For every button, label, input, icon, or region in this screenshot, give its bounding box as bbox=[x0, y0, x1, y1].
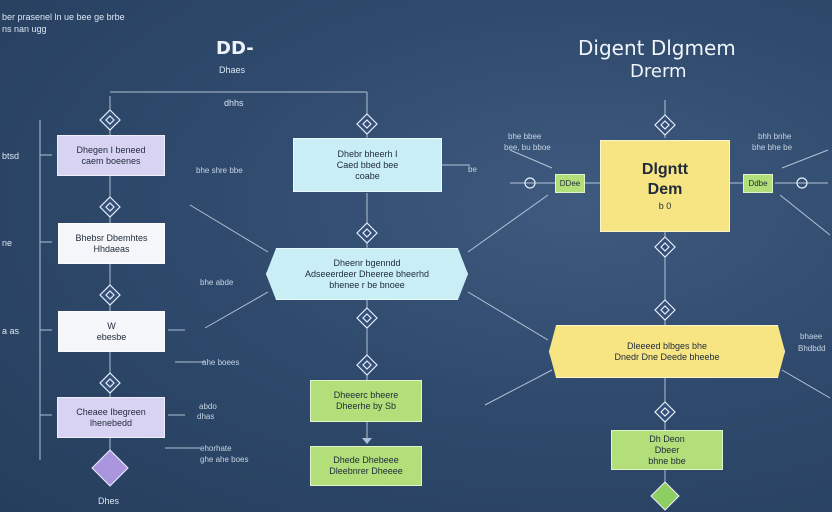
header-line-1: ber prasenel ln ue bee ge brbe bbox=[2, 12, 125, 22]
left-diagram-title: DD- bbox=[216, 38, 254, 59]
left-label-1: btsd bbox=[2, 151, 20, 161]
step-2-line1: Bhebsr Dbemhtes bbox=[75, 232, 148, 243]
center-block-2-line1: Dheenr bgenndd bbox=[333, 257, 401, 268]
terminal-label: Dhes bbox=[98, 496, 120, 506]
right-mid-line2: Dnedr Dne Deede bheebe bbox=[614, 351, 720, 362]
right-diagram-title-line1: Digent Dlgmem bbox=[578, 36, 736, 60]
diamond-marker bbox=[99, 284, 121, 306]
far-right-label-line1: bhaee bbox=[800, 332, 823, 341]
center-block-2-line3: bhenee r be bnoee bbox=[329, 279, 405, 290]
step-1-line1: Dhegen I beneed bbox=[76, 144, 146, 155]
right-bottom-line3: bhne bbe bbox=[648, 455, 686, 466]
step-box-3[interactable]: W ebesbe bbox=[58, 311, 165, 352]
right-left-note-line1: bhe bbee bbox=[508, 132, 542, 141]
right-left-node[interactable]: DDee bbox=[555, 174, 585, 193]
diamond-marker bbox=[654, 114, 676, 136]
center-block-2-line2: Adseeerdeer Dheeree bheerhd bbox=[304, 268, 430, 279]
center-block-4-line1: Dhede Dhebeee bbox=[333, 455, 399, 465]
diamond-marker-inner bbox=[362, 313, 372, 323]
right-main-line3: b 0 bbox=[658, 201, 672, 211]
right-left-node-label: DDee bbox=[559, 179, 581, 188]
right-mid-block[interactable]: Dleeeed blbges bhe Dnedr Dne Deede bheeb… bbox=[549, 325, 785, 378]
right-right-node[interactable]: Ddbe bbox=[743, 174, 773, 193]
left-label-3: a as bbox=[2, 326, 20, 336]
right-main-block[interactable]: Dlgntt Dem b 0 bbox=[600, 140, 730, 232]
diamond-marker-inner bbox=[105, 290, 115, 300]
right-bottom-line2: Dbeer bbox=[654, 444, 680, 455]
bottom-left-label-4: ehorhate bbox=[200, 444, 232, 453]
center-block-2[interactable]: Dheenr bgenndd Adseeerdeer Dheeree bheer… bbox=[266, 248, 468, 300]
diamond-marker bbox=[356, 307, 378, 329]
diamond-marker bbox=[654, 236, 676, 258]
terminal-diamond bbox=[91, 449, 129, 487]
step-4-line1: Cheaee Ibegreen bbox=[76, 406, 146, 417]
diamond-marker bbox=[654, 401, 676, 423]
step-box-4[interactable]: Cheaee Ibegreen lhenebedd bbox=[57, 397, 165, 438]
right-main-line1: Dlgntt bbox=[641, 161, 689, 178]
left-diagram-subtitle: Dhaes bbox=[219, 65, 246, 75]
right-main-line2: Dem bbox=[647, 181, 683, 198]
diamond-marker-inner bbox=[105, 202, 115, 212]
right-bottom-block[interactable]: Dh Deon Dbeer bhne bbe bbox=[611, 430, 723, 470]
diamond-marker-inner bbox=[660, 120, 670, 130]
mid-label-1: bhe shre bbe bbox=[196, 166, 243, 175]
right-right-note-line2: bhe bhe be bbox=[752, 143, 793, 152]
step-3-line1: W bbox=[107, 320, 116, 331]
center-block-4-line2: Dleebnrer Dheeee bbox=[329, 466, 403, 476]
right-right-node-label: Ddbe bbox=[748, 179, 768, 188]
diamond-marker bbox=[654, 299, 676, 321]
diamond-marker-inner bbox=[362, 119, 372, 129]
center-right-small-label: be bbox=[468, 165, 477, 174]
center-block-1[interactable]: Dhebr bheerh I Caed bbed bee coabe bbox=[293, 138, 442, 192]
diamond-marker bbox=[356, 222, 378, 244]
connector-circle-left bbox=[524, 177, 536, 189]
center-block-1-line1: Dhebr bheerh I bbox=[337, 148, 398, 159]
center-block-3-line2: Dheerhe by Sb bbox=[335, 401, 397, 411]
center-block-3[interactable]: Dheeerc bheere Dheerhe by Sb bbox=[310, 380, 422, 422]
left-label-2: ne bbox=[2, 238, 13, 248]
center-block-1-line2: Caed bbed bee bbox=[336, 159, 399, 170]
diamond-marker-inner bbox=[660, 242, 670, 252]
header-line-2: ns nan ugg bbox=[2, 24, 47, 34]
step-box-2[interactable]: Bhebsr Dbemhtes Hhdaeas bbox=[58, 223, 165, 264]
center-block-4[interactable]: Dhede Dhebeee Dleebnrer Dheeee bbox=[310, 446, 422, 486]
left-diagram-top-label: dhhs bbox=[224, 98, 244, 108]
diamond-marker-inner bbox=[362, 360, 372, 370]
step-3-line2: ebesbe bbox=[96, 331, 127, 342]
mid-label-2: bhe abde bbox=[200, 278, 234, 287]
right-left-note-line2: bee, bu bboe bbox=[504, 143, 551, 152]
far-right-label-line2: Bhdbdd bbox=[798, 344, 826, 353]
right-right-note-line1: bhh bnhe bbox=[758, 132, 792, 141]
center-block-1-line3: coabe bbox=[355, 170, 380, 181]
bottom-left-label-2: abdo bbox=[199, 402, 217, 411]
diamond-marker-inner bbox=[105, 115, 115, 125]
diamond-marker bbox=[99, 372, 121, 394]
diamond-marker bbox=[356, 113, 378, 135]
end-diamond bbox=[650, 481, 680, 511]
bottom-left-label-3: dhas bbox=[197, 412, 215, 421]
right-diagram-title-line2: Drerm bbox=[630, 61, 687, 82]
bottom-left-label-5: ghe ahe boes bbox=[200, 455, 249, 464]
diamond-marker-inner bbox=[362, 228, 372, 238]
bottom-left-label-1: ahe boees bbox=[202, 358, 240, 367]
right-bottom-line1: Dh Deon bbox=[649, 433, 685, 444]
diamond-marker-inner bbox=[660, 305, 670, 315]
diamond-marker bbox=[356, 354, 378, 376]
step-1-line2: caem boeenes bbox=[81, 155, 141, 166]
diamond-marker bbox=[99, 196, 121, 218]
step-box-1[interactable]: Dhegen I beneed caem boeenes bbox=[57, 135, 165, 176]
right-mid-line1: Dleeeed blbges bhe bbox=[626, 340, 708, 351]
diamond-marker-inner bbox=[660, 407, 670, 417]
center-block-3-line1: Dheeerc bheere bbox=[333, 390, 399, 400]
connector-circle-right bbox=[796, 177, 808, 189]
step-2-line2: Hhdaeas bbox=[93, 243, 130, 254]
diamond-marker bbox=[99, 109, 121, 131]
step-4-line2: lhenebedd bbox=[89, 417, 133, 428]
diamond-marker-inner bbox=[105, 378, 115, 388]
